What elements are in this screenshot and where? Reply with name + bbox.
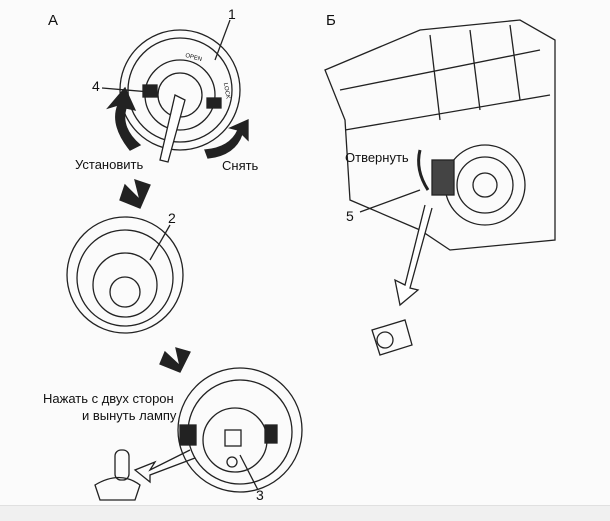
bulb: [94, 449, 141, 501]
callout-3: 3: [256, 487, 264, 503]
callout-4: 4: [92, 78, 100, 94]
remove-label: Снять: [222, 158, 259, 173]
panel-label-b: Б: [326, 12, 336, 29]
engine-bay: [324, 19, 556, 307]
install-arrow: [106, 86, 142, 151]
socket-step2: [66, 216, 184, 334]
install-label: Установить: [75, 157, 144, 172]
footer-strip: [0, 505, 610, 521]
down-arrow-2: [159, 347, 191, 373]
press-label-line2: и вынуть лампу: [82, 408, 177, 423]
down-arrow-1: [119, 179, 151, 209]
socket-step3: [133, 367, 303, 493]
press-label-line1: Нажать с двух сторон: [43, 391, 174, 406]
callout-2: 2: [168, 210, 176, 226]
callout-5: 5: [346, 208, 354, 224]
callout-1: 1: [228, 6, 236, 22]
unscrew-label: Отвернуть: [345, 150, 409, 165]
panel-label-a: А: [48, 12, 59, 29]
remove-arrow: [204, 118, 249, 159]
small-bulb: [371, 319, 413, 356]
